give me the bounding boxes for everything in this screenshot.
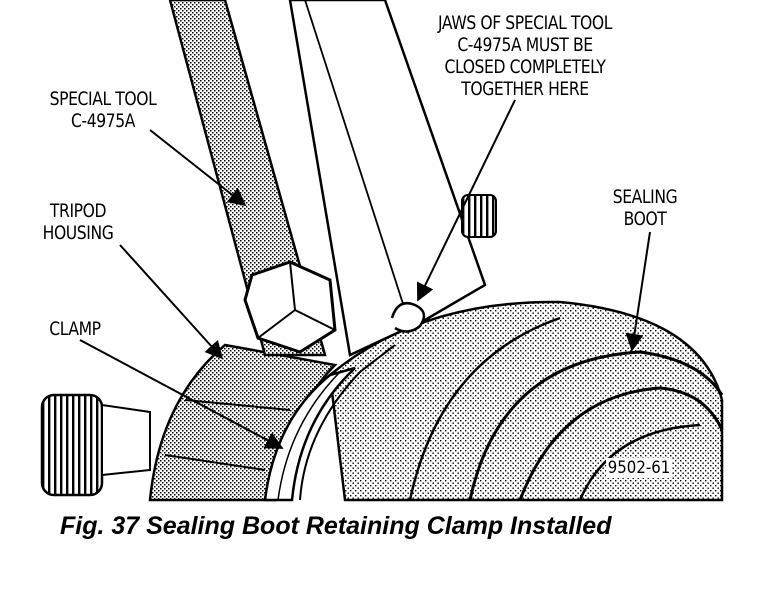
- clamp-label: CLAMP: [38, 318, 112, 340]
- jaws-label-line-3: CLOSED COMPLETELY: [444, 56, 606, 78]
- jaws-label-line-1: JAWS OF SPECIAL TOOL: [438, 12, 612, 34]
- jaws-leader: [416, 99, 516, 302]
- figure-number: 9502-61: [606, 458, 673, 478]
- clamp-label-line-1: CLAMP: [49, 318, 101, 340]
- tripod-housing-label-line-2: HOUSING: [42, 222, 114, 244]
- tripod-housing-label: TRIPOD HOUSING: [29, 200, 127, 244]
- figure-caption: Fig. 37 Sealing Boot Retaining Clamp Ins…: [60, 512, 612, 540]
- jaws-label-line-4: TOGETHER HERE: [461, 78, 589, 100]
- leader-lines: [79, 99, 651, 449]
- sealing-boot-label: SEALING BOOT: [600, 186, 690, 230]
- tripod-housing-leader: [119, 244, 224, 360]
- special-tool-leader: [149, 129, 247, 207]
- clamp-band: [263, 344, 396, 502]
- sealing-boot: [328, 300, 724, 502]
- knurled-shaft: [40, 393, 151, 497]
- special-tool-label-line-2: C-4975A: [71, 110, 135, 132]
- sealing-boot-label-line-2: BOOT: [623, 208, 667, 230]
- special-tool-label-line-1: SPECIAL TOOL: [49, 88, 157, 110]
- jaws-label: JAWS OF SPECIAL TOOL C-4975A MUST BE CLO…: [423, 12, 628, 100]
- jaws-label-line-2: C-4975A MUST BE: [457, 34, 593, 56]
- sealing-boot-label-line-1: SEALING: [612, 186, 678, 208]
- special-tool: [168, 0, 497, 357]
- clamp-leader: [79, 339, 284, 449]
- special-tool-label: SPECIAL TOOL C-4975A: [42, 88, 165, 132]
- tripod-housing-label-line-1: TRIPOD: [49, 200, 107, 222]
- sealing-boot-leader: [625, 231, 651, 352]
